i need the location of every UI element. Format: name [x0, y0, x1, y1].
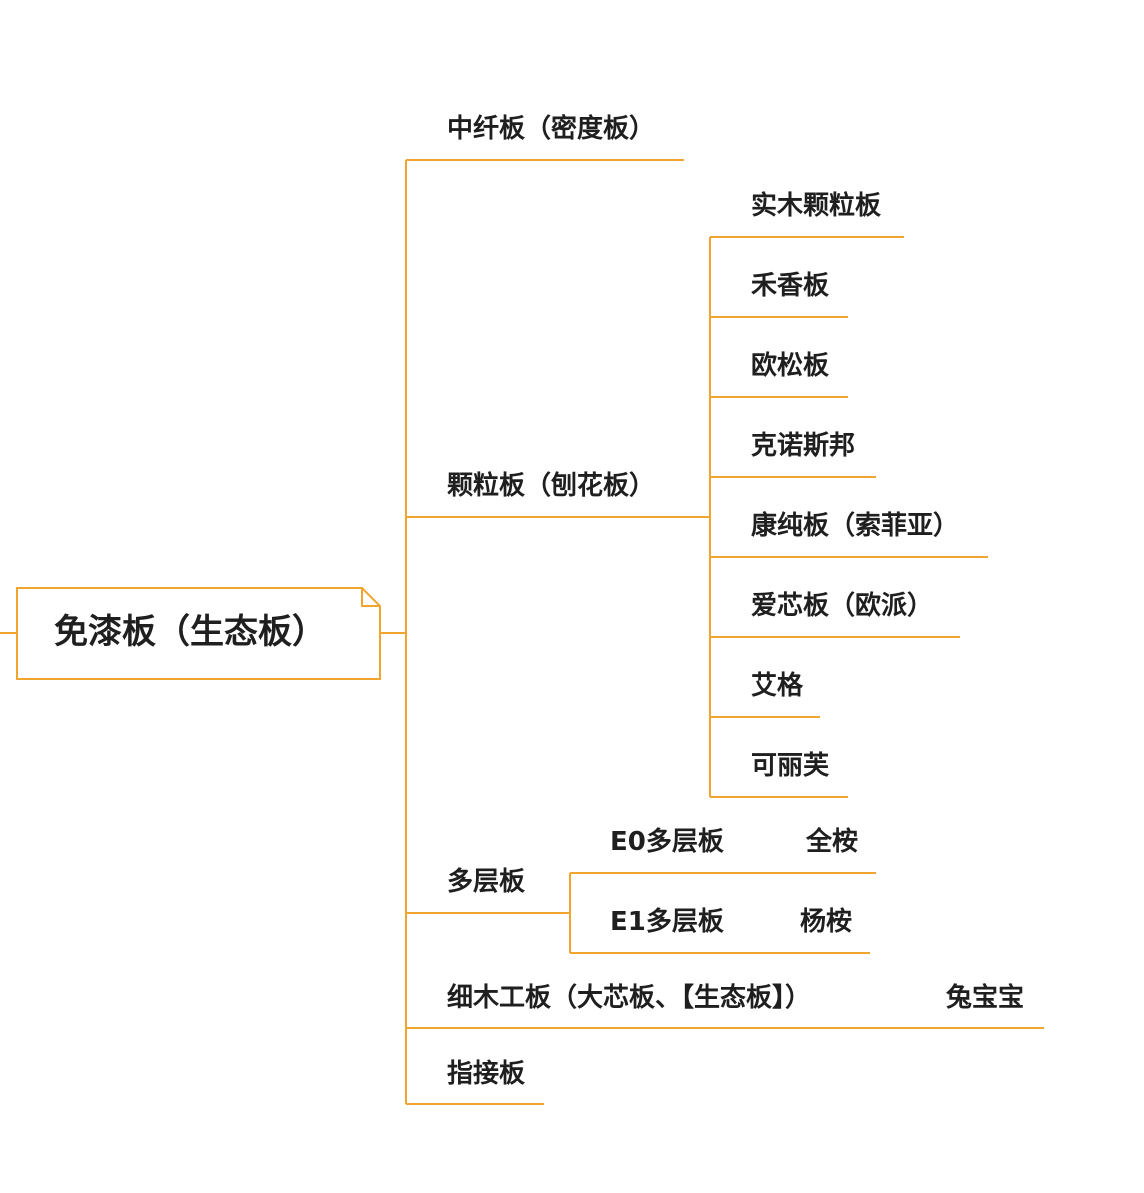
node-plywood: 多层板: [447, 867, 526, 897]
node-kelifu: 可丽芙: [751, 751, 830, 781]
node-poplar-eucalyptus: 杨桉: [800, 907, 853, 937]
node-kronospan: 克诺斯邦: [751, 431, 856, 461]
node-mdf: 中纤板（密度板）: [447, 114, 656, 144]
node-kangchun-board: 康纯板（索菲亚）: [751, 511, 960, 541]
node-particle-board: 颗粒板（刨花板）: [447, 471, 656, 501]
root-node-label: 免漆板（生态板）: [54, 612, 326, 652]
root-node-fold: [361, 588, 380, 607]
node-blockboard: 细木工板（大芯板、【生态板】）: [447, 983, 812, 1013]
node-finger-joint-board: 指接板: [447, 1059, 526, 1089]
node-solid-wood-particle-board: 实木颗粒板: [751, 191, 882, 221]
node-full-eucalyptus: 全桉: [806, 827, 859, 857]
node-egger: 艾格: [751, 671, 804, 701]
node-e1-plywood: E1多层板: [610, 907, 724, 937]
node-tubaobao: 兔宝宝: [946, 983, 1025, 1013]
node-osb: 欧松板: [751, 351, 830, 381]
node-straw-board: 禾香板: [751, 271, 830, 301]
node-e0-plywood: E0多层板: [610, 827, 724, 857]
root-node-box: [16, 587, 381, 680]
node-aixin-board: 爱芯板（欧派）: [751, 591, 934, 621]
